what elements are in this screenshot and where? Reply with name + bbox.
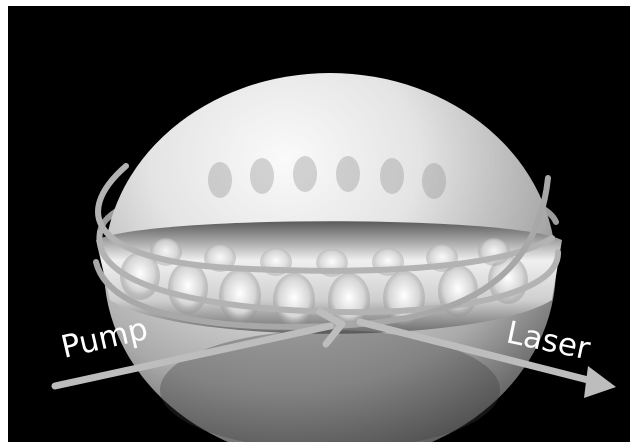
microsphere-diagram: Pump Laser	[0, 0, 638, 448]
